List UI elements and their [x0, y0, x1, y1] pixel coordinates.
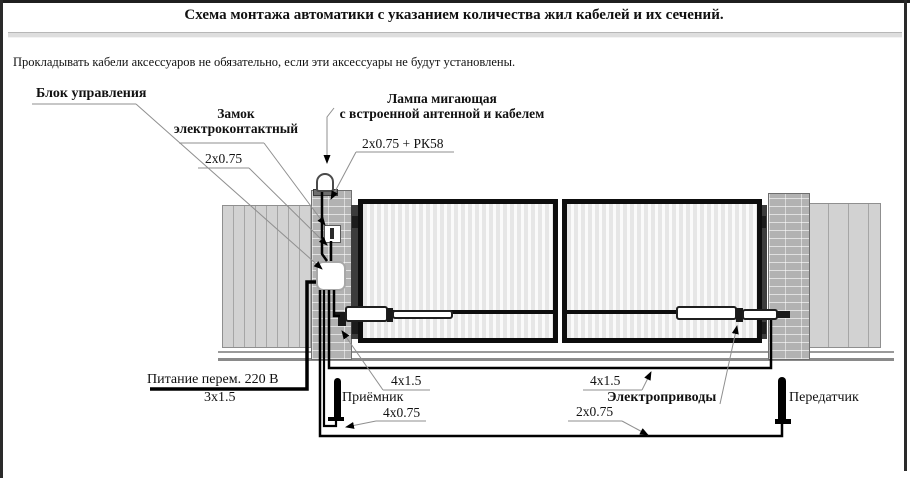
transmitter-base — [775, 419, 791, 424]
transmitter-antenna-icon — [778, 377, 786, 420]
page-border-top — [0, 0, 910, 3]
leader-lamp — [323, 107, 335, 164]
right-drive-body — [742, 309, 778, 320]
hinge-top-right — [758, 216, 766, 228]
power-cable-label: 3x1.5 — [204, 390, 236, 405]
note-text: Прокладывать кабели аксессуаров не обяза… — [13, 55, 516, 69]
receiver-label: Приёмник — [342, 390, 404, 405]
receiver-base — [328, 417, 344, 421]
receiver-antenna-icon — [334, 378, 341, 419]
brick-pillar-right — [768, 193, 810, 360]
leader-drive-cable-right — [641, 371, 652, 391]
left-drive-rod — [392, 310, 453, 319]
leader-transmitter-cable — [621, 420, 649, 436]
drive-cable-left-label: 4x1.5 — [391, 373, 422, 388]
leader-receiver-cable — [345, 420, 377, 429]
page-title: Схема монтажа автоматики с указанием кол… — [184, 7, 724, 23]
lock-label-line2: электроконтактный — [173, 121, 299, 136]
lamp-label-line2: с встроенной антенной и кабелем — [339, 106, 545, 121]
control-unit-label: Блок управления — [36, 86, 147, 101]
page-border-left — [0, 0, 3, 478]
receiver-cable-label: 4x0.75 — [383, 405, 421, 420]
lock-label: Замок электроконтактный — [170, 106, 302, 136]
right-drive-bracket — [777, 311, 790, 318]
drives-label: Электроприводы — [607, 390, 717, 405]
gate-post-left — [351, 205, 358, 339]
flashing-lamp-icon — [316, 173, 334, 192]
right-drive-rod — [676, 306, 737, 320]
electric-lock-bar — [330, 228, 334, 239]
lock-label-line1: Замок — [217, 106, 255, 121]
lock-cable-label: 2x0.75 — [205, 151, 243, 166]
gate-post-right — [760, 205, 767, 339]
drive-cable-right-label: 4x1.5 — [590, 373, 621, 388]
transmitter-label: Передатчик — [789, 390, 859, 405]
left-drive-body — [345, 306, 388, 322]
gate-leaf-right — [562, 199, 762, 343]
fence-left — [222, 205, 315, 348]
control-unit-box — [316, 261, 346, 291]
page-border-right — [904, 0, 907, 471]
title-divider — [8, 32, 902, 38]
fence-right — [808, 203, 881, 348]
lamp-label: Лампа мигающая с встроенной антенной и к… — [336, 91, 548, 121]
lamp-cable-label: 2x0.75 + РК58 — [362, 136, 444, 151]
power-supply-label: Питание перем. 220 В — [147, 372, 279, 387]
lamp-label-line1: Лампа мигающая — [387, 91, 497, 106]
transmitter-cable-label: 2x0.75 — [576, 404, 614, 419]
hinge-top-left — [352, 216, 360, 228]
